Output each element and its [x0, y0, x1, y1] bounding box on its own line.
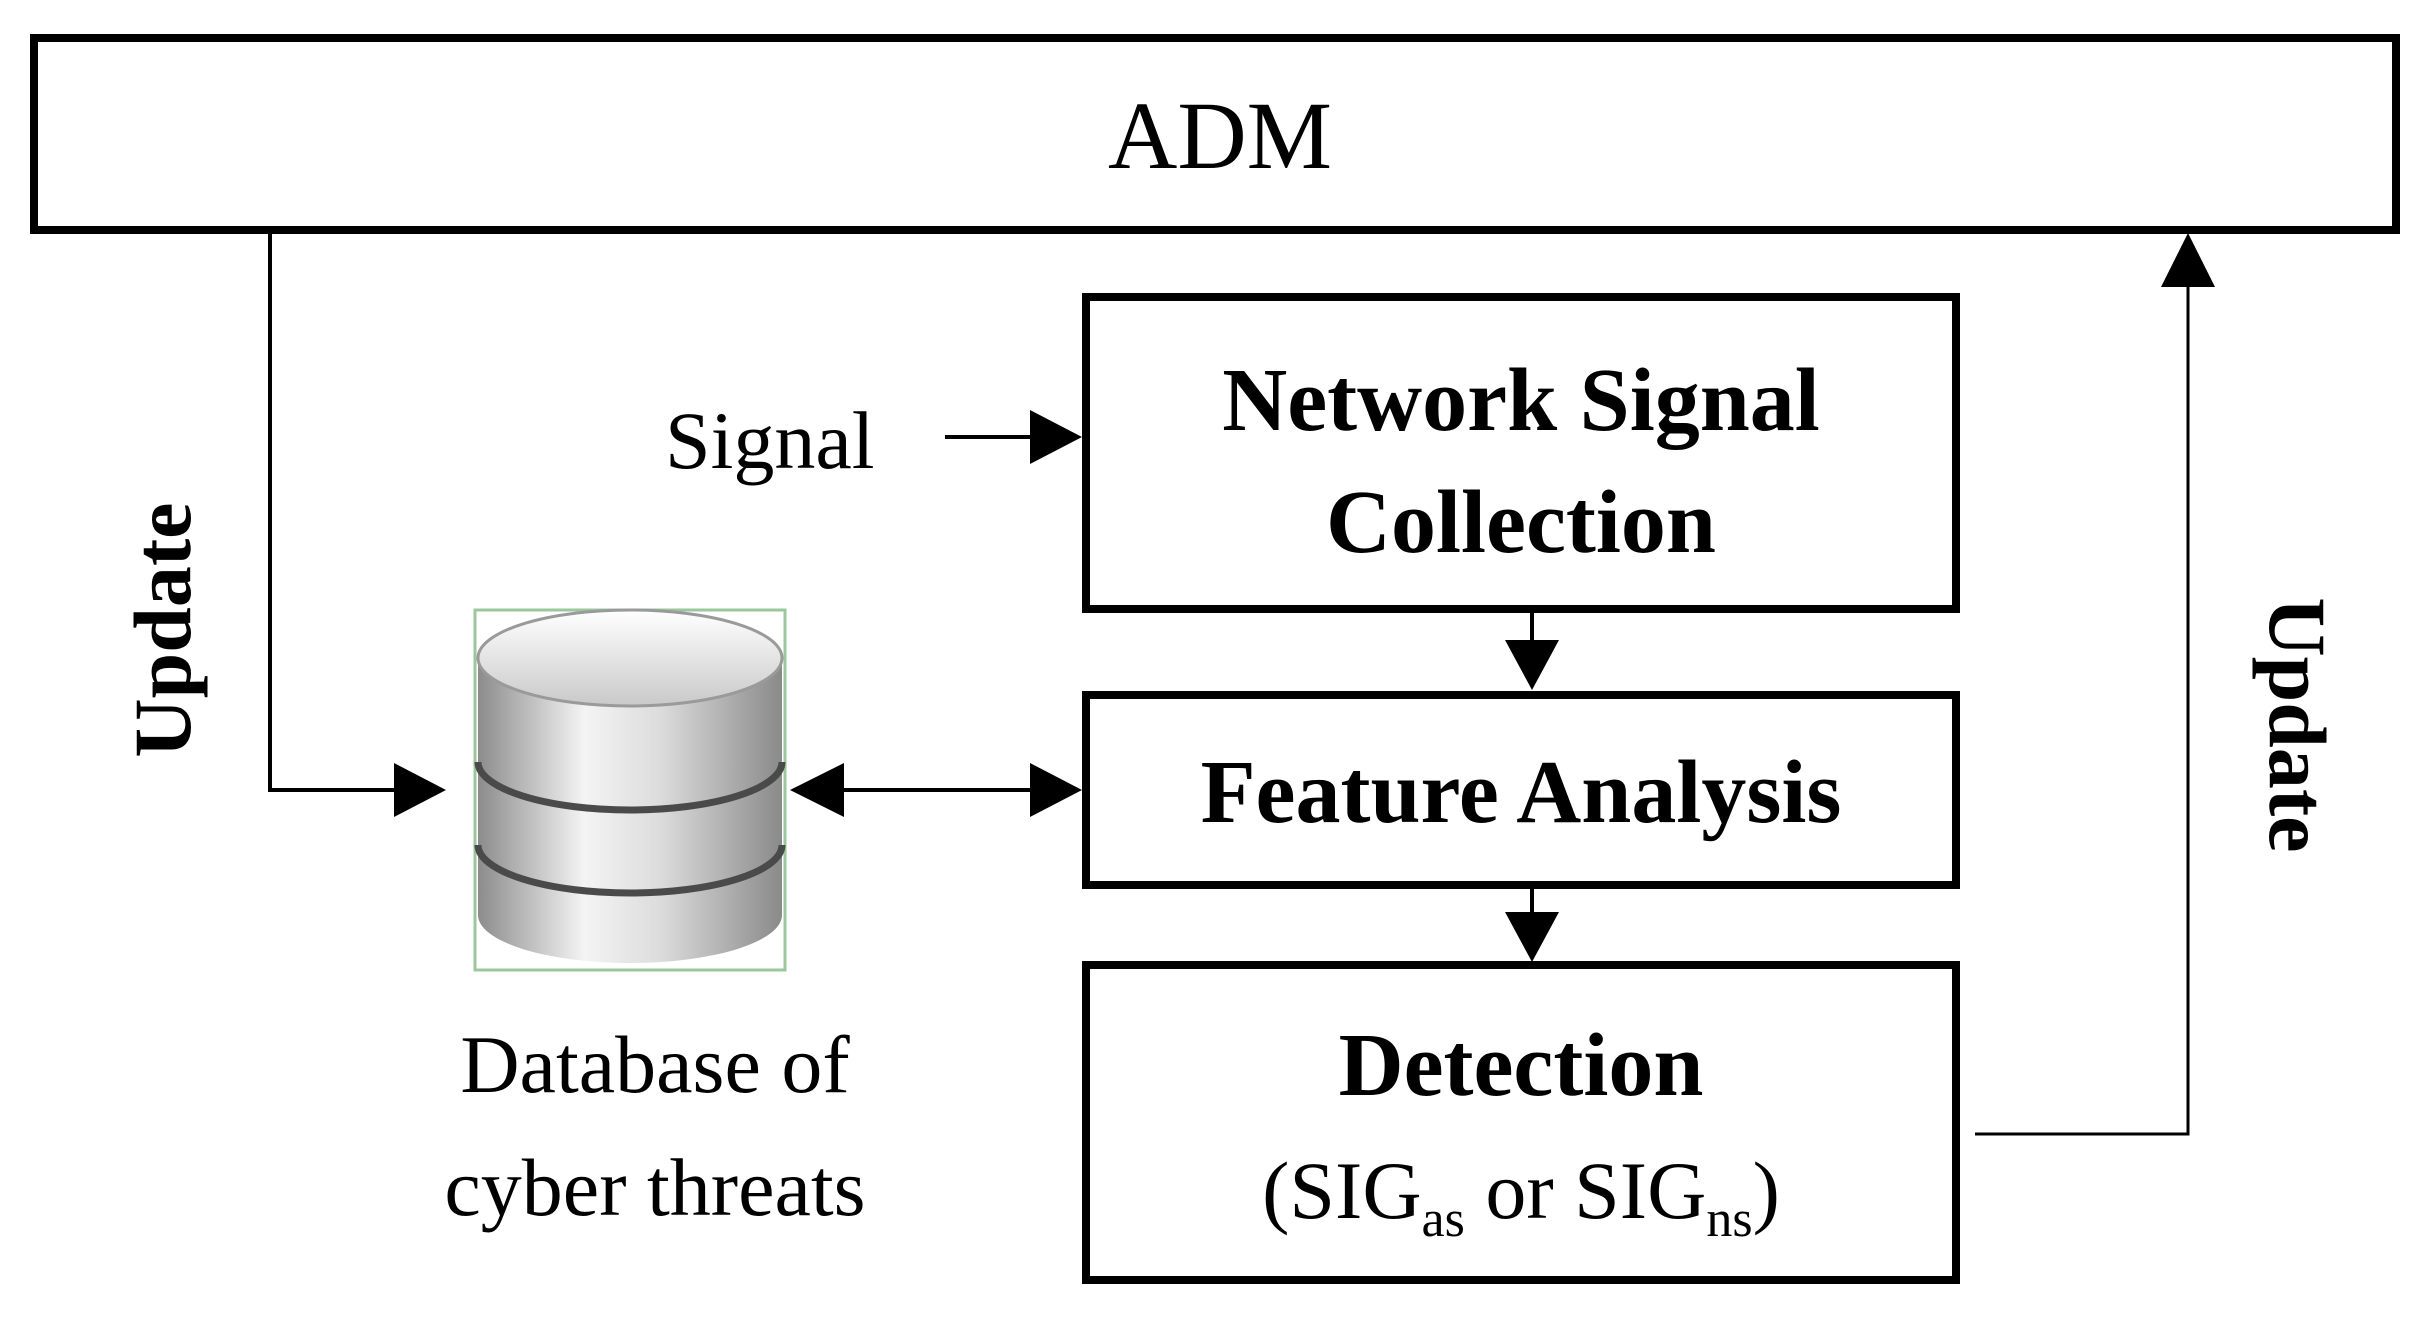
- detection-mid: or SIG: [1465, 1145, 1706, 1236]
- collection-to-analysis-arrow: [1505, 609, 1559, 690]
- feature-analysis-box: Feature Analysis: [1082, 691, 1960, 889]
- database-label-line1: Database of: [460, 1019, 850, 1110]
- detection-open: (SIG: [1262, 1145, 1421, 1236]
- database-label-line2: cyber threats: [444, 1142, 865, 1233]
- database-analysis-bidirectional-arrow: [790, 763, 1082, 817]
- update-left-label: Update: [117, 502, 208, 757]
- detection-subscript-ns: ns: [1706, 1191, 1752, 1248]
- adm-box: ADM: [30, 34, 2400, 234]
- adm-label: ADM: [1108, 82, 1332, 189]
- detection-box: Detection (SIGas or SIGns): [1082, 961, 1960, 1284]
- signal-arrow: [945, 410, 1082, 464]
- detection-subscript-as: as: [1422, 1191, 1465, 1248]
- update-right-label: Update: [2252, 597, 2343, 852]
- detection-condition: (SIGas or SIGns): [1262, 1145, 1780, 1248]
- signal-label: Signal: [665, 395, 875, 486]
- detection-title: Detection: [1339, 1016, 1704, 1115]
- left-update-arrow: [268, 230, 446, 817]
- collection-label-line1: Network Signal: [1222, 351, 1820, 450]
- collection-label-line2: Collection: [1326, 473, 1716, 572]
- analysis-to-detection-arrow: [1505, 885, 1559, 962]
- network-signal-collection-box: Network Signal Collection: [1082, 293, 1960, 613]
- right-update-arrow: [1975, 233, 2215, 1136]
- database-icon: [473, 608, 787, 972]
- feature-analysis-label: Feature Analysis: [1201, 743, 1842, 842]
- detection-close: ): [1753, 1145, 1780, 1236]
